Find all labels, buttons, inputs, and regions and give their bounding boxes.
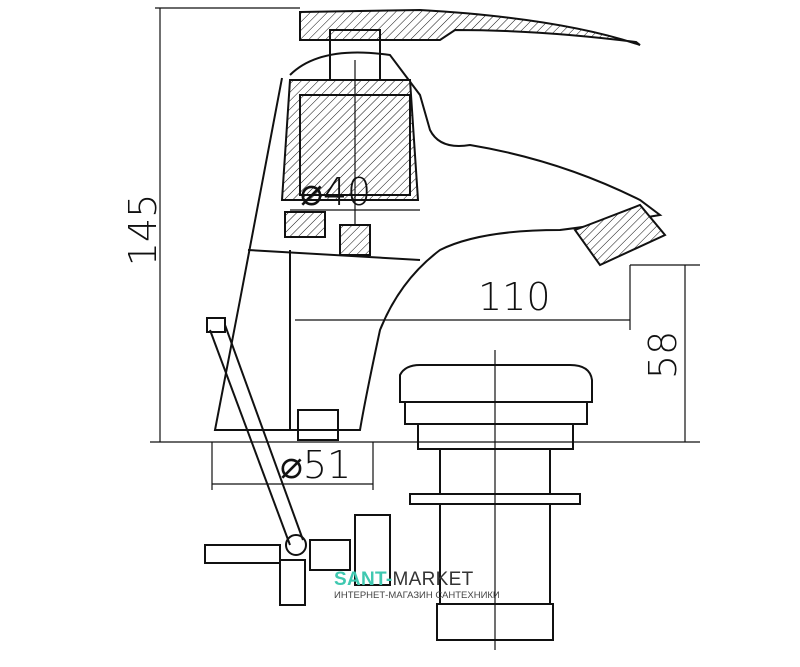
dimension-lines xyxy=(150,7,700,490)
dim-cartridge-40: ⌀40 xyxy=(300,170,371,214)
dim-base-51: ⌀51 xyxy=(280,443,351,487)
watermark: SANT-MARKET ИНТЕРНЕТ-МАГАЗИН САНТЕХНИКИ xyxy=(334,570,500,601)
watermark-brand-2: MARKET xyxy=(392,569,474,590)
dim-reach-110: 110 xyxy=(478,275,551,319)
watermark-tagline: ИНТЕРНЕТ-МАГАЗИН САНТЕХНИКИ xyxy=(334,590,500,601)
dim-height-58: 58 xyxy=(641,331,685,379)
dim-height-145: 145 xyxy=(121,194,165,267)
faucet-body xyxy=(213,8,667,441)
drain-rod xyxy=(204,317,391,606)
watermark-brand-1: SANT- xyxy=(334,569,393,590)
popup-waste xyxy=(399,350,593,650)
